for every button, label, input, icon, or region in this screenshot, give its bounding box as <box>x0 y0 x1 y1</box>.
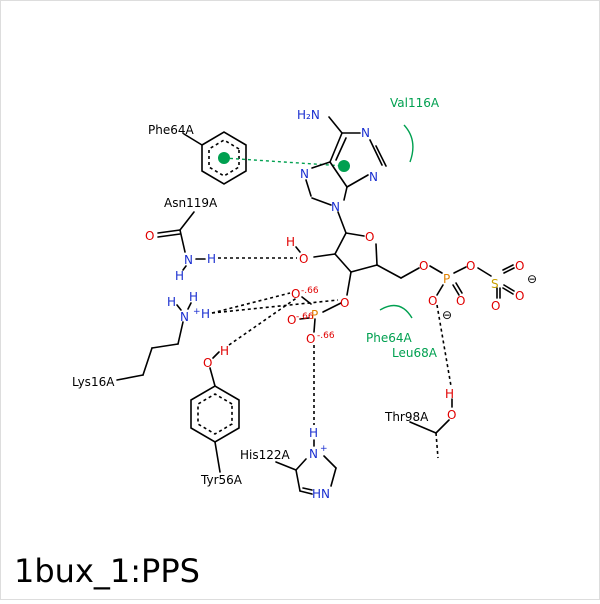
residue-label-lys16: Lys16A <box>72 375 115 389</box>
atom-asn-h2: H <box>175 269 184 283</box>
atom-lys-n: N <box>180 310 189 324</box>
lys16-bonds <box>116 321 184 381</box>
atom-bridge-o: O <box>466 259 475 273</box>
atom-p3: P <box>311 308 318 322</box>
charge-p3-oa: -.66 <box>301 286 319 296</box>
phe64-ring <box>183 131 247 185</box>
adenine-bonds <box>305 116 387 234</box>
atom-his-nh: HN <box>312 487 330 501</box>
phosphosulfate-bonds <box>429 264 515 299</box>
atom-s: S <box>491 277 499 291</box>
atom-lys-h2: H <box>189 290 198 304</box>
residue-label-phe64-bottom: Phe64A <box>366 331 412 345</box>
lys-nh1-bond <box>176 304 182 311</box>
atom-asn-o: O <box>145 229 154 243</box>
atom-ribose-o2: O <box>299 252 308 266</box>
atom-lys-charge: + <box>193 307 201 317</box>
tyr56-ring <box>190 367 240 473</box>
atom-p5-oa: O <box>428 294 437 308</box>
asn119-bonds <box>157 211 195 253</box>
atom-s-o3: O <box>491 299 500 313</box>
atom-s-o2: O <box>515 289 524 303</box>
charge-p3-ob: -.66 <box>296 312 314 322</box>
atom-his-h: H <box>309 426 318 440</box>
atom-p3-oc: O <box>306 332 315 346</box>
pi-stacking-line <box>223 157 345 167</box>
charge-phosphate: ⊖ <box>442 308 452 322</box>
atom-amine-n: H₂N <box>297 108 320 122</box>
diagram-title: 1bux_1:PPS <box>14 552 200 590</box>
hbond-lys16-o3 <box>211 299 339 314</box>
atom-n3: N <box>369 170 378 184</box>
atom-thr-o: O <box>447 408 456 422</box>
atom-asn-h1: H <box>207 252 216 266</box>
lys-nh2-bond <box>187 302 192 310</box>
atom-p3-ob: O <box>287 313 296 327</box>
hbond-lys16-oa <box>211 292 291 314</box>
his122-ring <box>275 455 337 495</box>
atom-s-o1: O <box>515 259 524 273</box>
ribose-bonds <box>295 232 420 296</box>
hydrophobic-arc-phe64-leu68 <box>379 304 413 319</box>
atom-tyr-o: O <box>203 356 212 370</box>
atom-n9: N <box>331 200 340 214</box>
residue-label-val116: Val116A <box>390 96 440 110</box>
atom-tyr-h: H <box>220 344 229 358</box>
hbond-tyr56-oa <box>228 296 299 346</box>
tyr-oh-bond <box>212 351 220 359</box>
residue-label-tyr56: Tyr56A <box>200 473 243 487</box>
hydrophobic-arc-val116 <box>403 124 414 163</box>
atom-ribose-h2: H <box>286 235 295 249</box>
atom-p5: P <box>443 272 450 286</box>
atom-his-charge: + <box>320 444 328 454</box>
hbond-thr98-p5oa <box>436 304 452 387</box>
residue-label-asn119: Asn119A <box>164 196 218 210</box>
atom-lys-h1: H <box>167 295 176 309</box>
atom-thr-h: H <box>445 387 454 401</box>
atom-p3-oa: O <box>291 287 300 301</box>
charge-p3-oc: -.66 <box>317 331 335 341</box>
atom-o5: O <box>419 259 428 273</box>
charge-sulfate: ⊖ <box>527 272 537 286</box>
atom-ring-o: O <box>365 230 374 244</box>
residue-label-his122: His122A <box>240 448 291 462</box>
atom-p5-ob: O <box>456 294 465 308</box>
atom-asn-n: N <box>184 253 193 267</box>
asn-nh2-bond <box>182 265 187 271</box>
atom-o3: O <box>340 296 349 310</box>
atom-n1: N <box>361 126 370 140</box>
thr98-bonds <box>409 398 453 459</box>
residue-label-phe64-top: Phe64A <box>148 123 194 137</box>
atom-lys-h3: H <box>201 307 210 321</box>
atom-his-n: N <box>309 447 318 461</box>
pi-stack-centroid-adenine <box>338 160 350 172</box>
residue-label-leu68: Leu68A <box>392 346 438 360</box>
atom-n7: N <box>300 167 309 181</box>
residue-label-thr98: Thr98A <box>384 410 429 424</box>
